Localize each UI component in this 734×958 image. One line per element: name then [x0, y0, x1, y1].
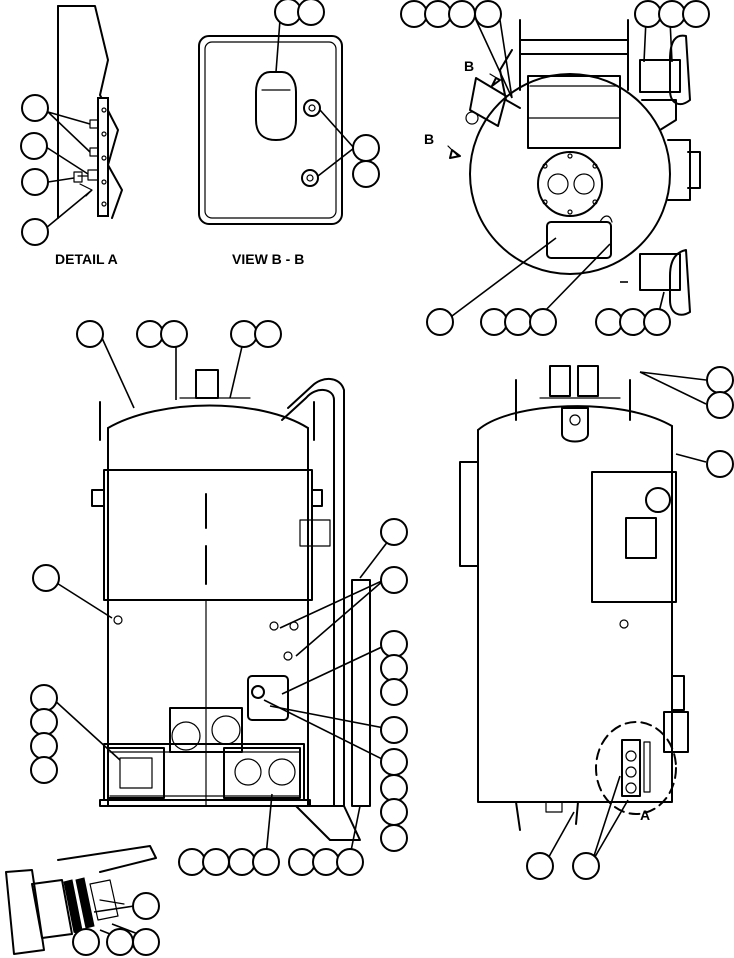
side-view: [459, 365, 734, 880]
detail-a-caption: DETAIL A: [55, 251, 118, 267]
top-view: [400, 0, 710, 336]
view-bb: [198, 0, 380, 225]
section-mark-b-upper: B: [464, 58, 474, 74]
detail-mark-a: A: [640, 807, 650, 823]
detail-a-view: [20, 5, 123, 246]
view-bb-caption: VIEW B - B: [232, 251, 304, 267]
front-view: [30, 320, 408, 876]
connector-inset: [5, 845, 160, 956]
section-mark-b-lower: B: [424, 131, 434, 147]
